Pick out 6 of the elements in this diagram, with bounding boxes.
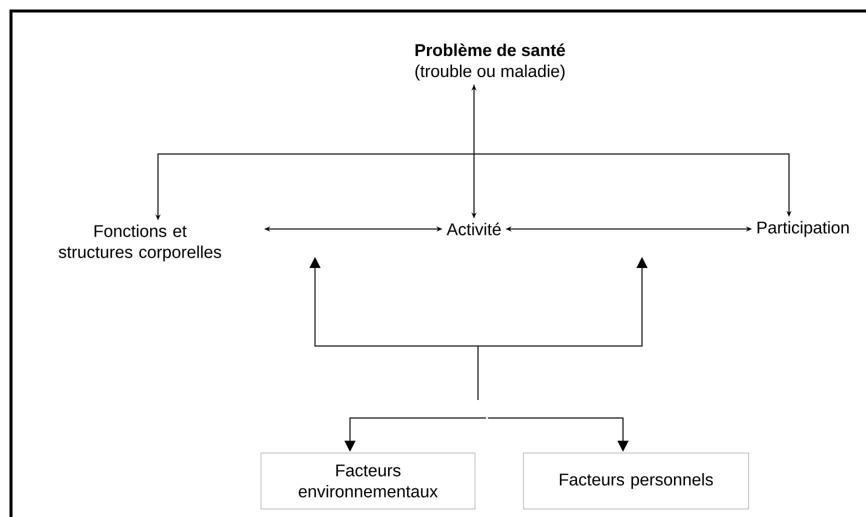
factor-box: Facteurs environnementaux (260, 452, 476, 510)
component-label: Activité (446, 222, 501, 236)
factor-box: Facteurs personnels (523, 452, 749, 510)
heading-text: Problème de santé (trouble ou maladie) (415, 44, 565, 80)
component-label: Participation (758, 221, 849, 237)
component-label: Fonctions et structures corporelles (58, 224, 222, 262)
